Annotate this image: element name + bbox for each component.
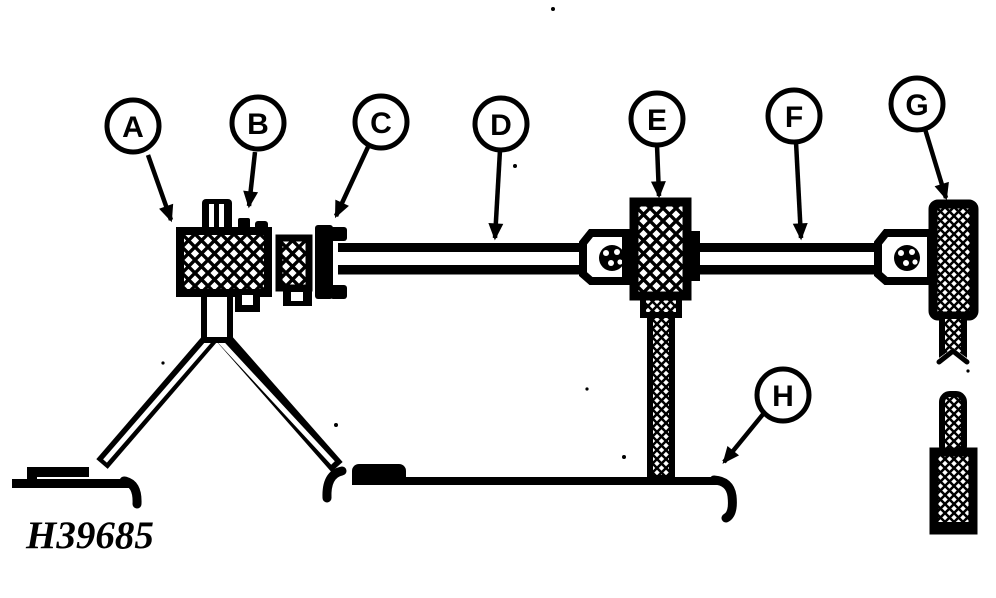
callout-h-label: H	[772, 380, 794, 413]
bearing-block	[629, 197, 692, 301]
callout-g-circle	[888, 75, 946, 133]
callout-c-arrow	[333, 146, 371, 219]
stand-neck	[201, 289, 233, 343]
callout-d-arrow	[488, 149, 504, 241]
u-joint-front	[579, 229, 640, 285]
front-spider	[599, 245, 625, 271]
callout-g-label: G	[905, 89, 928, 122]
left-foot-tick	[27, 467, 37, 488]
callout-b: B	[229, 94, 287, 209]
drive-shaft-front	[338, 243, 585, 275]
rear-spider-dot	[912, 259, 918, 265]
right-foot-hook	[322, 466, 347, 503]
callout-b-circle	[229, 94, 287, 152]
steering-column	[928, 199, 979, 535]
callout-c-label: C	[370, 107, 392, 140]
rear-spider	[894, 245, 920, 271]
rear-spider-dot	[903, 260, 909, 266]
front-spider-dot	[603, 250, 609, 256]
callout-g-arrow	[922, 128, 949, 201]
stand-right-leg-bore	[216, 337, 335, 465]
coupling-arm-top	[330, 227, 347, 241]
callout-c: C	[333, 93, 410, 219]
callout-d-label: D	[490, 109, 512, 142]
frame-rail	[352, 464, 737, 523]
post-column	[647, 312, 675, 481]
column-upper-cylinder	[928, 199, 979, 321]
coupling-arm-bottom	[330, 285, 347, 299]
callout-a-arrow	[145, 154, 174, 223]
callout-c-circle	[352, 93, 410, 151]
callout-g: G	[888, 75, 949, 201]
column-bottom-cap	[932, 522, 975, 534]
gearbox-collar	[275, 234, 313, 292]
figure-code: H39685	[25, 514, 154, 557]
front-spider-dot	[614, 249, 620, 255]
center-bearing-post	[640, 293, 682, 481]
callout-f-arrow	[792, 141, 808, 241]
bolt-slot-1	[209, 204, 214, 229]
callout-d-circle	[472, 95, 530, 153]
callout-f-circle	[765, 87, 823, 145]
callout-d: D	[472, 95, 530, 241]
rail-end-hook	[709, 475, 737, 523]
column-lower-stub	[939, 391, 967, 457]
callout-e-arrow	[650, 144, 666, 199]
speckle	[622, 455, 626, 459]
speckle	[513, 164, 517, 168]
gearbox-housing	[176, 227, 272, 297]
rear-shaft-bottom-wall	[696, 265, 880, 275]
front-spider-dot	[617, 259, 623, 265]
lower-tab-2-hole	[291, 292, 303, 301]
callout-e-label: E	[647, 104, 667, 137]
rail-bar	[352, 477, 718, 485]
callout-b-label: B	[247, 108, 269, 141]
coupling-bar	[315, 225, 333, 299]
callout-a-label: A	[122, 111, 144, 144]
front-spider-dot	[608, 260, 614, 266]
stand-left-leg-bore	[103, 337, 213, 463]
column-break-edge	[936, 347, 970, 365]
callout-a-circle	[104, 97, 162, 155]
front-shaft-top-wall	[338, 243, 585, 252]
gearbox-assembly	[176, 199, 347, 312]
callout-f: F	[765, 87, 823, 241]
front-shaft-bottom-wall	[338, 265, 585, 275]
speckle	[334, 423, 338, 427]
speckle	[966, 369, 970, 373]
left-foot-step	[27, 467, 89, 477]
callout-h-circle	[754, 366, 812, 424]
u-joint-rear	[874, 229, 935, 285]
speckle	[551, 7, 555, 11]
callout-b-arrow	[243, 151, 259, 209]
rear-shaft-top-wall	[696, 243, 880, 252]
callout-h-arrow	[722, 411, 766, 464]
support-stand	[12, 289, 347, 509]
lower-tab-1-hole	[242, 295, 253, 305]
bolt-slot-2	[219, 204, 224, 229]
scan-speckles	[161, 7, 970, 459]
callout-e: E	[628, 90, 686, 199]
callout-f-label: F	[785, 101, 803, 134]
callout-h: H	[722, 366, 812, 464]
left-foot-hook	[119, 476, 142, 509]
rear-spider-dot	[909, 249, 915, 255]
speckle	[585, 387, 589, 391]
center-bearing	[622, 197, 700, 301]
callout-a: A	[104, 97, 174, 223]
drive-shaft-rear	[696, 243, 880, 275]
rear-spider-dot	[898, 250, 904, 256]
column-lower-cylinder	[929, 447, 978, 535]
left-foot-base	[12, 479, 129, 488]
speckle	[161, 361, 165, 365]
